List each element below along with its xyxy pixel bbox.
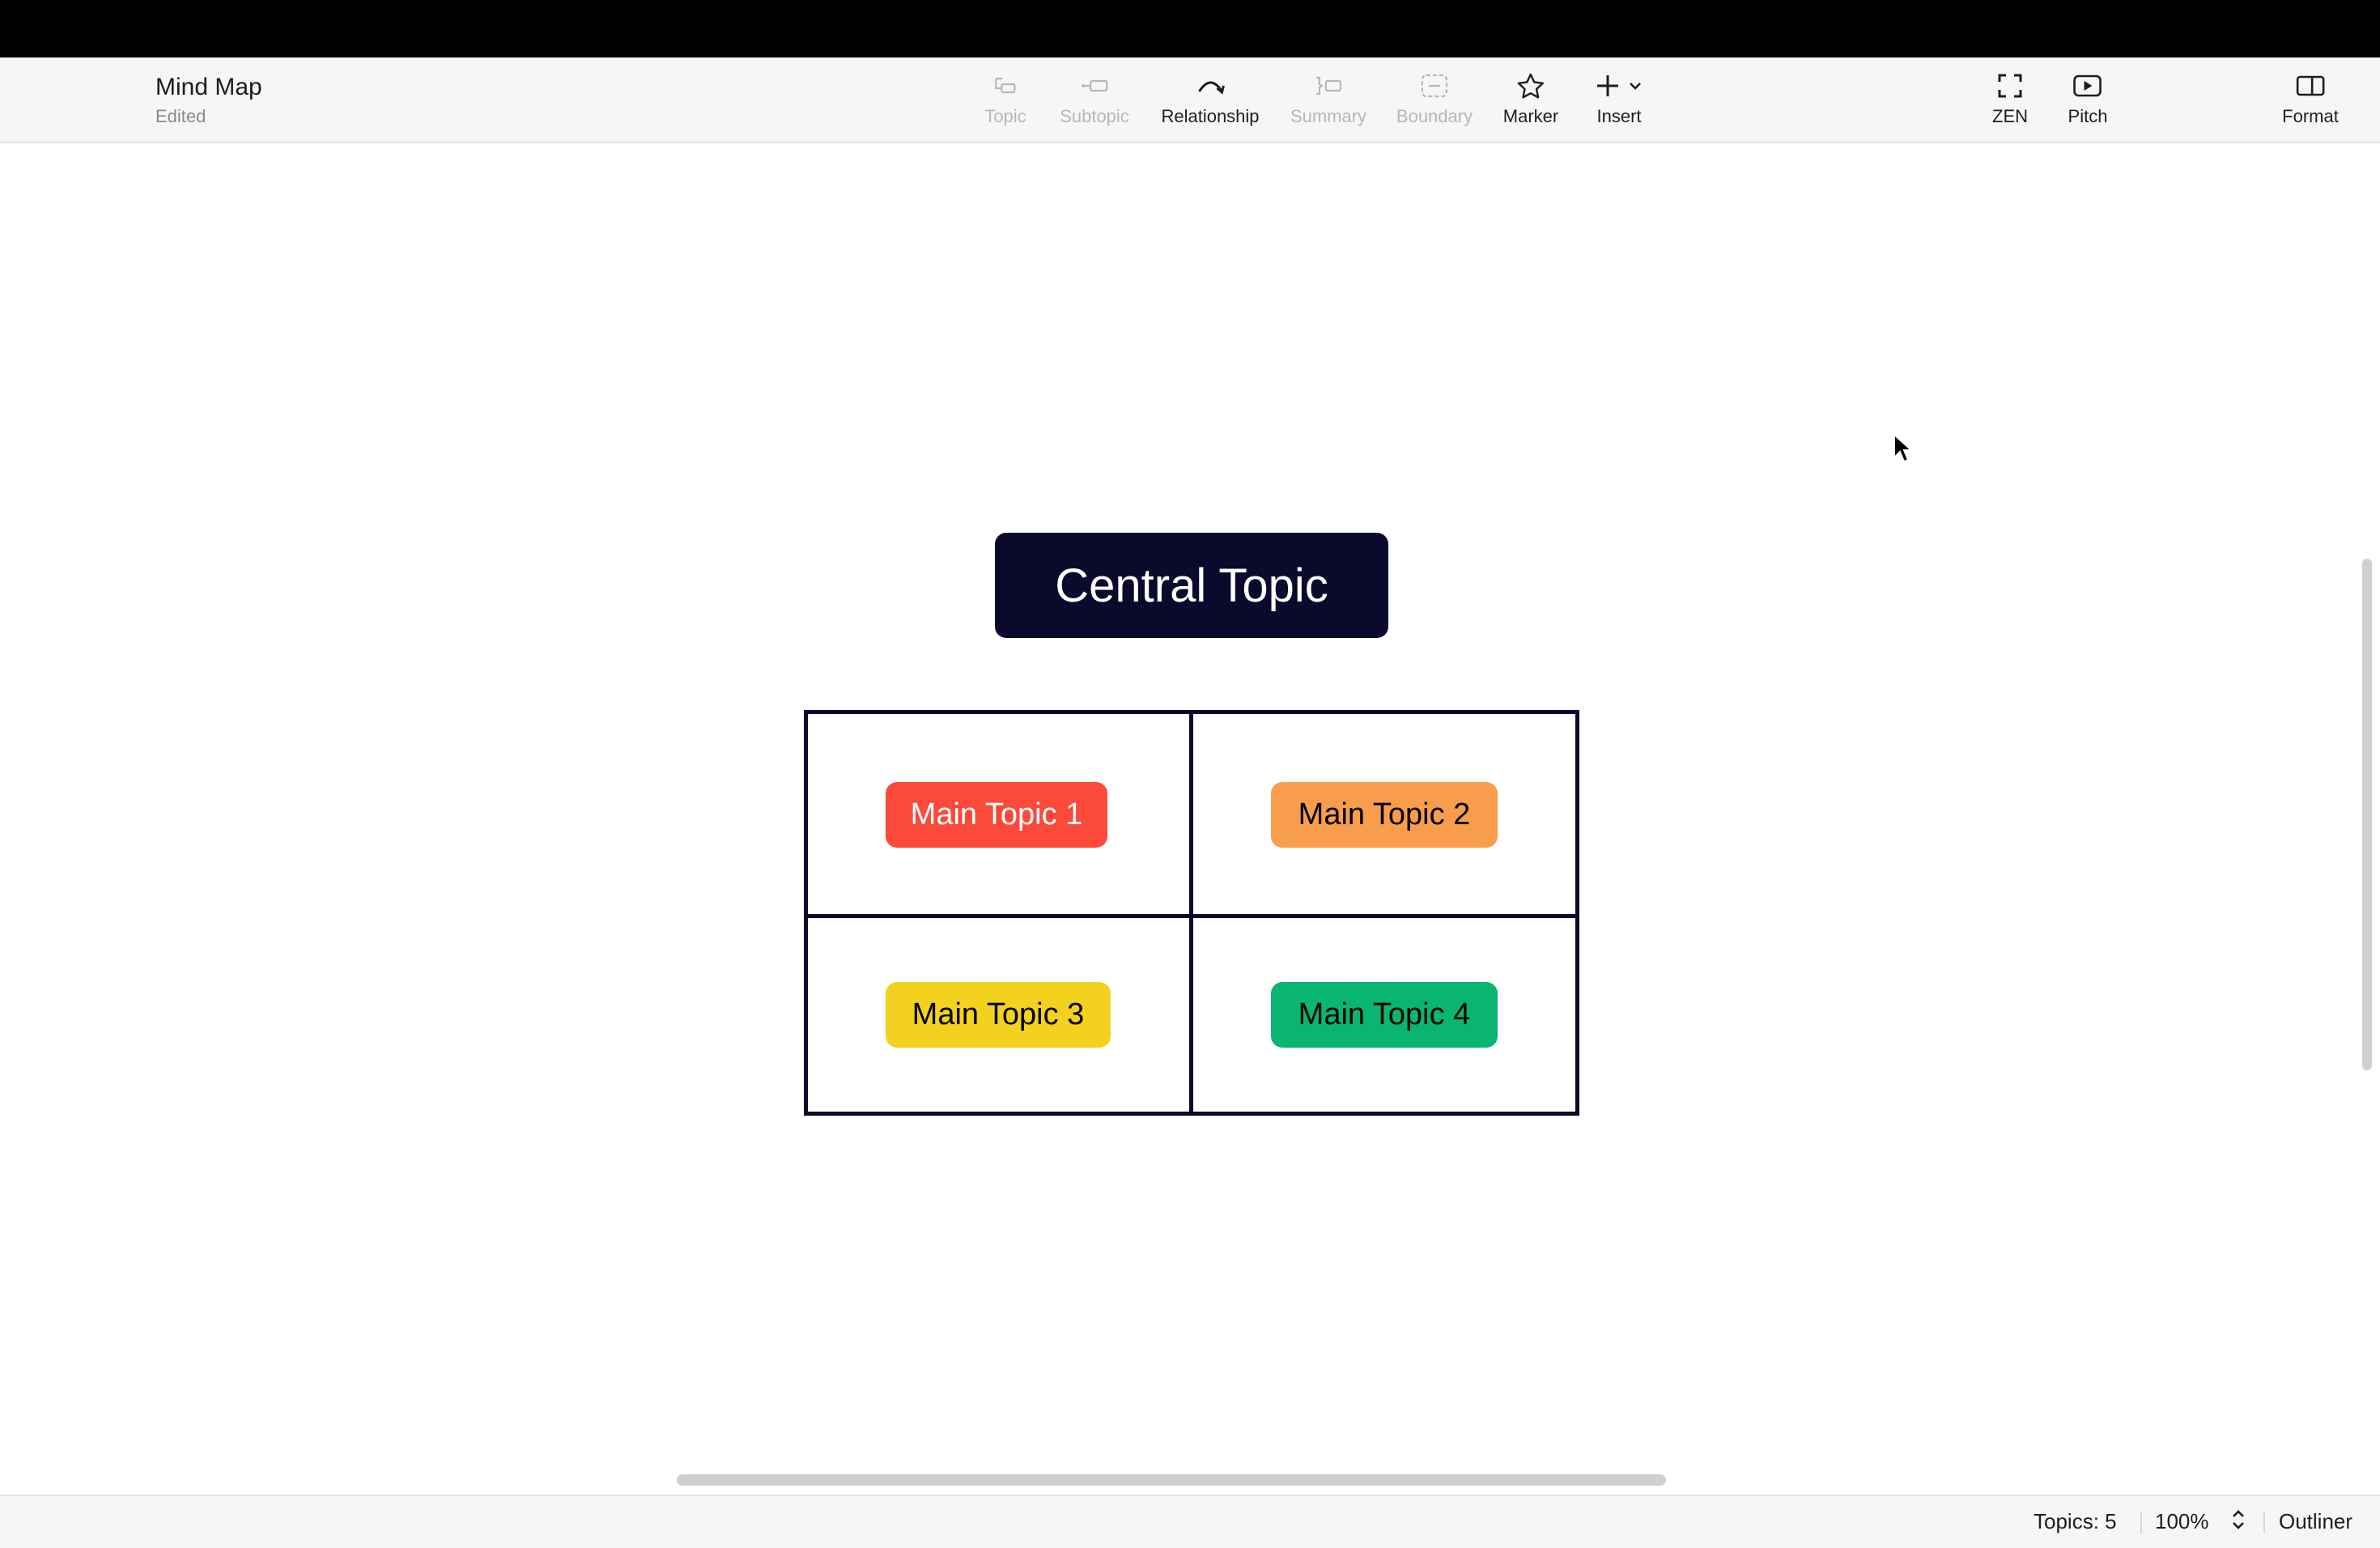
boundary-button[interactable]: Boundary	[1396, 70, 1473, 127]
toolbar: Mind Map Edited Topic Subtopic Relations…	[0, 57, 2380, 143]
summary-button-label: Summary	[1290, 106, 1367, 126]
chevron-down-icon	[1630, 83, 1641, 90]
main-topic-2-label: Main Topic 2	[1298, 797, 1471, 831]
subtopic-button-label: Subtopic	[1060, 106, 1129, 126]
marker-button[interactable]: Marker	[1503, 70, 1558, 127]
topic-button[interactable]: Topic	[984, 70, 1026, 127]
boundary-button-label: Boundary	[1396, 106, 1473, 126]
relationship-button[interactable]: Relationship	[1161, 70, 1260, 127]
format-button-label: Format	[2282, 106, 2339, 126]
subtopic-button[interactable]: Subtopic	[1060, 70, 1129, 127]
zoom-stepper-icon[interactable]	[2229, 1506, 2247, 1539]
insert-button-label: Insert	[1596, 106, 1642, 126]
topic-icon	[991, 70, 1020, 101]
system-menu-bar	[0, 0, 2380, 57]
main-topic-1-label: Main Topic 1	[910, 797, 1083, 831]
plus-icon	[1597, 75, 1618, 96]
main-topic-2[interactable]: Main Topic 2	[1271, 782, 1498, 848]
zen-button[interactable]: ZEN	[1992, 70, 2028, 127]
status-separator	[2140, 1512, 2142, 1533]
pitch-button[interactable]: Pitch	[2068, 70, 2108, 127]
mind-map-canvas[interactable]	[0, 143, 2356, 1471]
main-topic-3-label: Main Topic 3	[912, 997, 1085, 1031]
pitch-button-label: Pitch	[2068, 106, 2108, 126]
summary-icon	[1313, 70, 1344, 101]
play-icon	[2072, 70, 2103, 101]
central-topic-label: Central Topic	[1055, 559, 1328, 612]
star-icon	[1516, 70, 1545, 101]
topic-button-label: Topic	[984, 106, 1026, 126]
main-topic-1[interactable]: Main Topic 1	[886, 782, 1107, 848]
relationship-icon	[1194, 70, 1226, 101]
outliner-button[interactable]: Outliner	[2279, 1509, 2353, 1533]
main-topic-4[interactable]: Main Topic 4	[1271, 982, 1498, 1048]
zen-button-label: ZEN	[1992, 106, 2028, 126]
insert-button[interactable]: Insert	[1594, 70, 1644, 127]
horizontal-scrollbar-thumb[interactable]	[677, 1474, 1666, 1486]
boundary-icon	[1419, 70, 1450, 101]
status-separator	[2263, 1512, 2265, 1533]
matrix-vertical-divider	[1189, 714, 1193, 1112]
relationship-button-label: Relationship	[1161, 106, 1260, 126]
central-topic[interactable]: Central Topic	[995, 533, 1388, 638]
marker-button-label: Marker	[1502, 106, 1559, 126]
insert-icon-group	[1594, 70, 1644, 101]
topics-count: Topics: 5	[2034, 1509, 2117, 1533]
subtopic-icon	[1078, 70, 1111, 101]
document-status: Edited	[155, 106, 206, 126]
vertical-scrollbar-thumb[interactable]	[2362, 559, 2372, 1070]
fullscreen-icon	[1996, 70, 2024, 101]
zoom-level[interactable]: 100%	[2155, 1509, 2209, 1533]
main-topic-4-label: Main Topic 4	[1298, 997, 1471, 1031]
mouse-cursor-icon	[1893, 432, 1914, 468]
format-button[interactable]: Format	[2282, 70, 2339, 127]
summary-button[interactable]: Summary	[1290, 70, 1366, 127]
matrix-horizontal-divider	[808, 914, 1575, 918]
status-bar: Topics: 5 100% Outliner	[0, 1495, 2380, 1548]
document-title[interactable]: Mind Map	[155, 74, 262, 100]
main-topic-3[interactable]: Main Topic 3	[886, 982, 1111, 1048]
sidebar-icon	[2295, 70, 2326, 101]
topic-matrix	[804, 710, 1579, 1116]
